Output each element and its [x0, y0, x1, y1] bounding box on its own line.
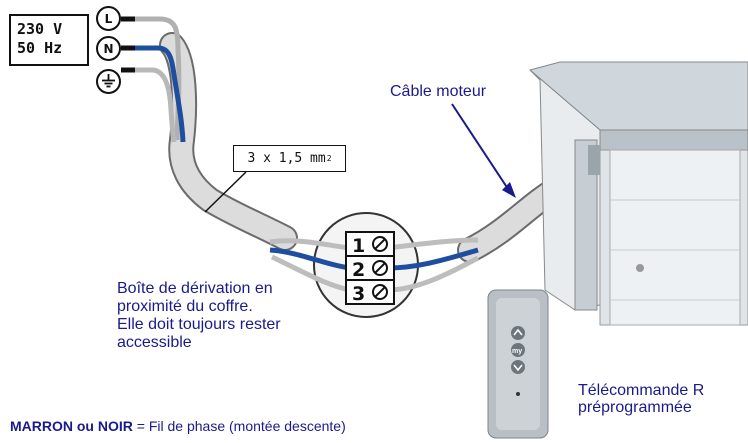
earth-icon	[102, 74, 115, 88]
my-button-icon	[511, 343, 525, 357]
neutral-wire-box	[269, 247, 479, 271]
roller-shutter-box	[528, 61, 748, 326]
earth-wire-supply	[121, 67, 177, 143]
motor-cable-leader-line	[451, 103, 511, 193]
phase-terminal-label: L	[104, 11, 113, 26]
phase-terminal: L	[96, 6, 121, 31]
cable-section-power: 2	[326, 154, 332, 163]
neutral-terminal: N	[96, 36, 121, 61]
legend-key: MARRON ou NOIR	[10, 418, 133, 434]
supply-cable-sheath-fill	[161, 34, 296, 249]
junction-box-line-1: Boîte de dérivation en	[117, 280, 273, 297]
earth-wire-box	[270, 254, 480, 293]
down-button-icon	[511, 360, 525, 374]
terminal-block: 1 2 3	[345, 231, 395, 305]
phase-wire-box	[269, 237, 479, 251]
up-button-icon	[511, 326, 525, 340]
my-button-label: my	[512, 348, 522, 355]
junction-box-line-3: Elle doit toujours rester	[117, 316, 281, 333]
earth-terminal	[96, 69, 121, 94]
legend-text: = Fil de phase (montée descente)	[132, 418, 346, 434]
supply-rating-box: 230 V 50 Hz	[9, 14, 89, 66]
terminal-3: 3	[352, 283, 365, 305]
led-indicator-icon	[516, 392, 520, 396]
arrowhead-icon	[502, 182, 516, 198]
terminal-1: 1	[352, 235, 365, 257]
junction-box-line-4: accessible	[117, 334, 192, 351]
section-leader-line	[204, 171, 247, 213]
wire-legend: MARRON ou NOIR = Fil de phase (montée de…	[10, 418, 346, 434]
junction-box-label: Boîte de dérivation en proximité du coff…	[117, 280, 281, 352]
neutral-wire-supply	[121, 45, 186, 143]
neutral-terminal-label: N	[103, 41, 114, 56]
motor-cable-label: Câble moteur	[390, 83, 487, 100]
remote-control: my	[487, 289, 549, 439]
junction-box-line-2: proximité du coffre.	[117, 298, 253, 315]
remote-label-line-2: préprogrammée	[578, 399, 692, 416]
terminal-2: 2	[352, 259, 365, 281]
cable-section-text: 3 x 1,5 mm	[247, 151, 326, 166]
remote-label-line-1: Télécommande R	[578, 382, 705, 399]
remote-label: Télécommande R préprogrammée	[578, 382, 704, 416]
supply-voltage: 230 V	[17, 20, 63, 38]
screw-icon	[372, 236, 388, 300]
supply-frequency: 50 Hz	[17, 39, 63, 57]
